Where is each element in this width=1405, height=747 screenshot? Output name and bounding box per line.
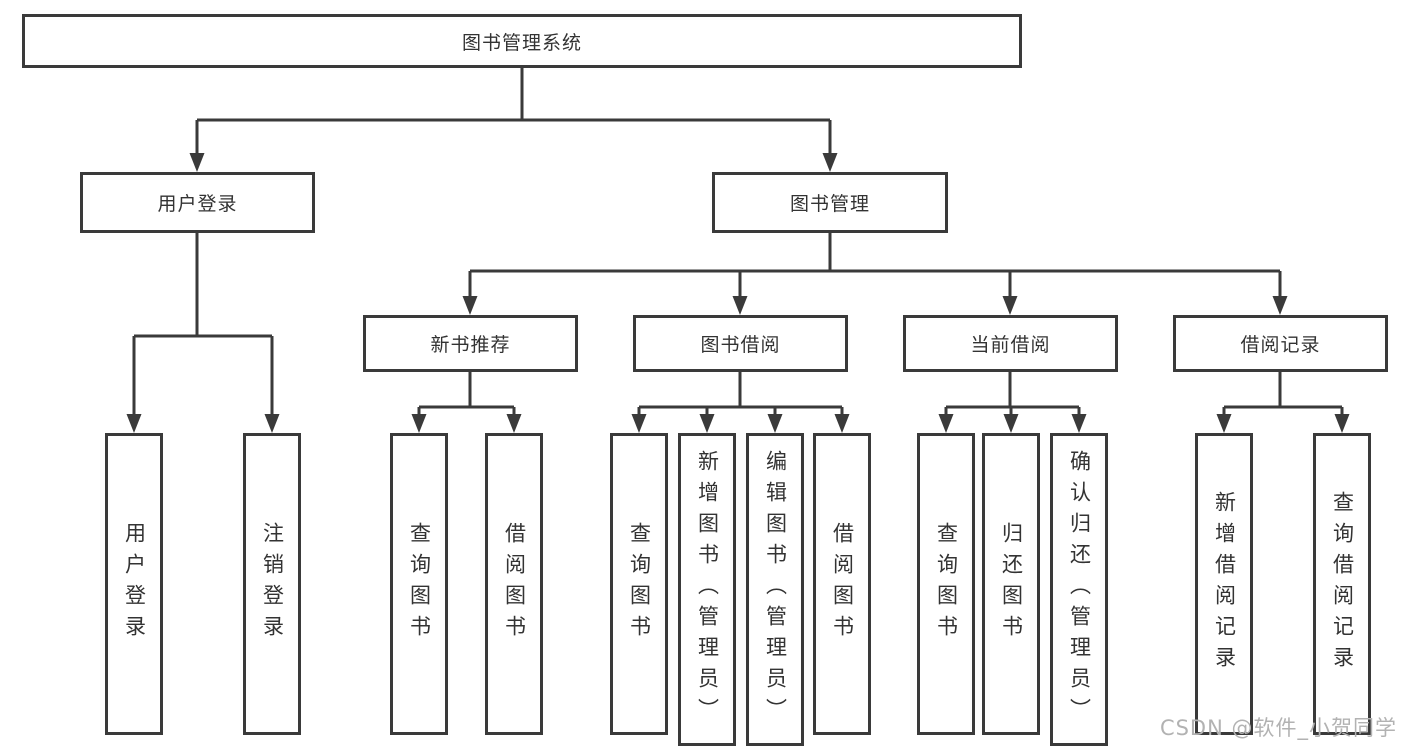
node-book-borrowing: 图书借阅 <box>633 315 848 372</box>
leaf-user-login: 用户登录 <box>105 433 163 735</box>
node-user-login: 用户登录 <box>80 172 315 233</box>
leaf-return-books: 归还图书 <box>982 433 1040 735</box>
leaf-logout: 注销登录 <box>243 433 301 735</box>
node-borrowing-records: 借阅记录 <box>1173 315 1388 372</box>
leaf-add-books-admin: 新增图书（管理员） <box>678 433 736 746</box>
leaf-add-borrow-record: 新增借阅记录 <box>1195 433 1253 735</box>
leaf-query-books-recommend: 查询图书 <box>390 433 448 735</box>
leaf-label: 借阅图书 <box>830 522 855 646</box>
csdn-watermark: CSDN @软件_小贺同学 <box>1159 716 1397 740</box>
leaf-query-borrow-record: 查询借阅记录 <box>1313 433 1371 735</box>
leaf-label: 借阅图书 <box>502 522 527 646</box>
leaf-label: 注销登录 <box>260 522 285 646</box>
leaf-label: 确认归还（管理员） <box>1067 450 1092 729</box>
leaf-borrow-books-recommend: 借阅图书 <box>485 433 543 735</box>
leaf-label: 归还图书 <box>999 522 1024 646</box>
leaf-label: 查询图书 <box>934 522 959 646</box>
connector-lines <box>132 68 1344 418</box>
node-library-management-system: 图书管理系统 <box>22 14 1022 68</box>
leaf-edit-books-admin: 编辑图书（管理员） <box>746 433 804 746</box>
leaf-confirm-return-admin: 确认归还（管理员） <box>1050 433 1108 746</box>
leaf-label: 新增借阅记录 <box>1212 491 1237 677</box>
leaf-label: 查询图书 <box>627 522 652 646</box>
leaf-borrow-books: 借阅图书 <box>813 433 871 735</box>
leaf-label: 查询借阅记录 <box>1330 491 1355 677</box>
leaf-label: 编辑图书（管理员） <box>763 450 788 729</box>
node-current-borrowing: 当前借阅 <box>903 315 1118 372</box>
node-book-management: 图书管理 <box>712 172 948 233</box>
leaf-query-books-current: 查询图书 <box>917 433 975 735</box>
leaf-label: 新增图书（管理员） <box>695 450 720 729</box>
leaf-query-books-borrow: 查询图书 <box>610 433 668 735</box>
node-new-book-recommendation: 新书推荐 <box>363 315 578 372</box>
leaf-label: 查询图书 <box>407 522 432 646</box>
leaf-label: 用户登录 <box>122 522 147 646</box>
